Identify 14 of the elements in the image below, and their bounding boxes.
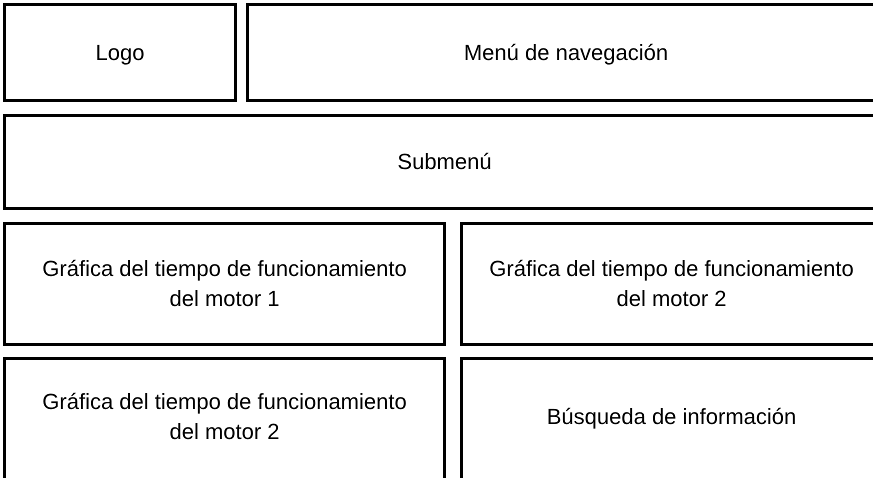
- box-label: Menú de navegación: [462, 38, 670, 67]
- box-label: Gráfica del tiempo de funcionamiento del motor 2: [41, 388, 408, 446]
- box-label: Gráfica del tiempo de funcionamiento del motor 1: [41, 255, 408, 313]
- box-label: Submenú: [396, 148, 493, 176]
- wireframe-box: [3, 114, 873, 210]
- box-label: Logo: [94, 38, 146, 67]
- box-label: Gráfica del tiempo de funcionamiento del motor 2: [488, 255, 855, 313]
- wireframe-box: [3, 3, 237, 102]
- wireframe-box: [460, 222, 873, 346]
- wireframe-box: [3, 357, 446, 478]
- wireframe-box: [3, 222, 446, 346]
- wireframe-box: [246, 3, 873, 102]
- wireframe-box: [460, 357, 873, 478]
- box-label: Búsqueda de información: [546, 403, 798, 431]
